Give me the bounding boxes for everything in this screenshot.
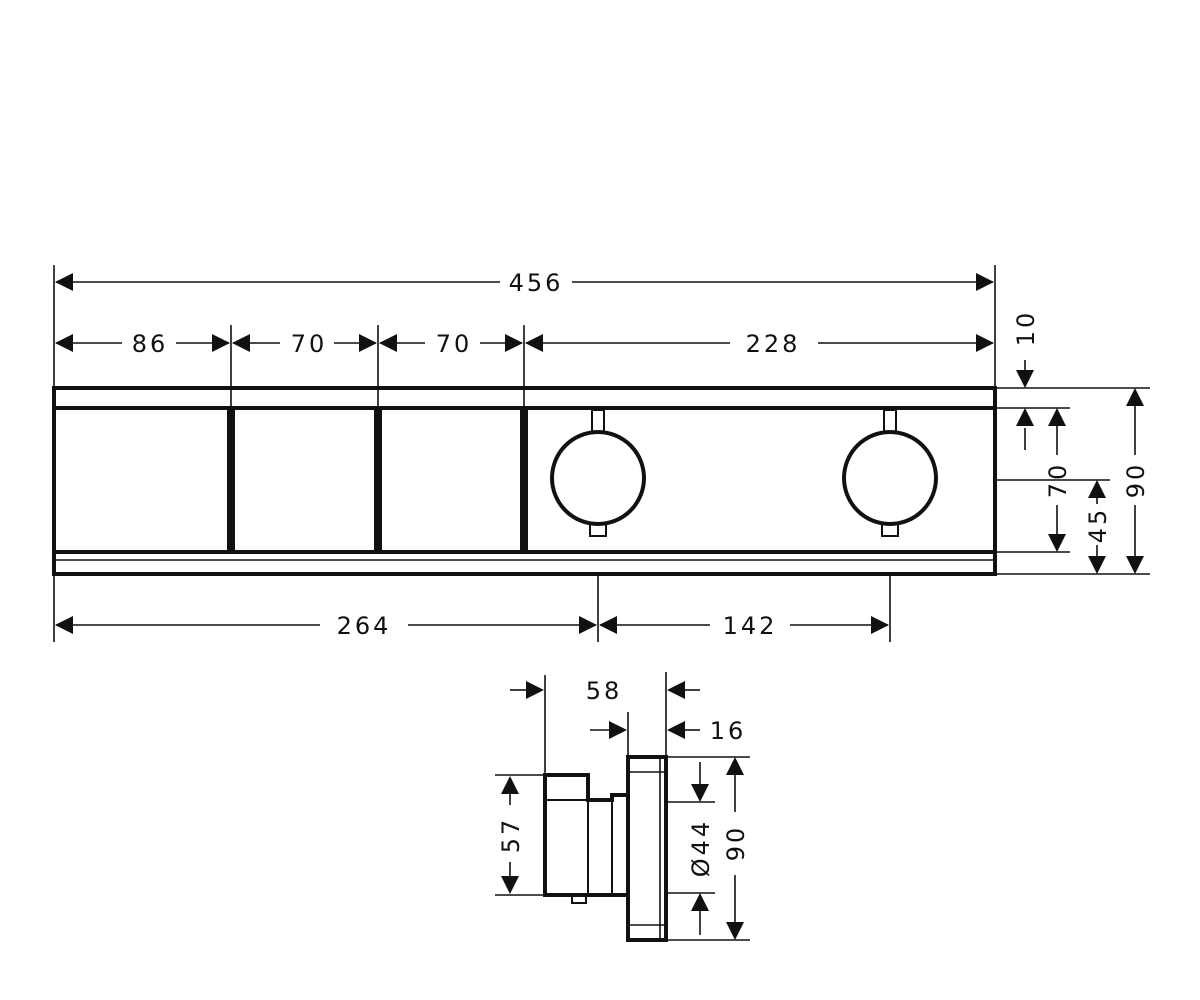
dim-overall-width: 456	[509, 269, 564, 297]
dim-seg-3: 70	[436, 330, 473, 358]
dim-plate-height: 90	[722, 825, 750, 862]
button-separator-1	[227, 410, 235, 552]
dim-body-height: 57	[497, 817, 525, 854]
knob-2	[842, 409, 938, 537]
dim-plate-thickness: 16	[710, 717, 747, 745]
dim-overall-height: 90	[1122, 462, 1150, 499]
dim-knob-center-height: 45	[1084, 507, 1112, 544]
side-plate	[626, 755, 668, 942]
dim-knob-diameter: Ø44	[687, 819, 715, 877]
dim-seg-2: 70	[291, 330, 328, 358]
side-body	[543, 773, 628, 897]
side-view: 58 16 57 Ø44 90	[495, 672, 750, 942]
dim-left-to-knob1: 264	[337, 612, 392, 640]
dim-inner-height: 70	[1044, 462, 1072, 499]
front-view: 456 86 70 70 228 10 70	[52, 265, 1150, 642]
button-separator-3	[520, 410, 528, 552]
dim-knob-spacing: 142	[723, 612, 778, 640]
dim-depth-total: 58	[586, 677, 623, 705]
dim-top-offset: 10	[1012, 310, 1040, 347]
dim-seg-4: 228	[746, 330, 801, 358]
dim-seg-1: 86	[132, 330, 169, 358]
button-separator-2	[374, 410, 382, 552]
knob-1	[550, 409, 646, 537]
